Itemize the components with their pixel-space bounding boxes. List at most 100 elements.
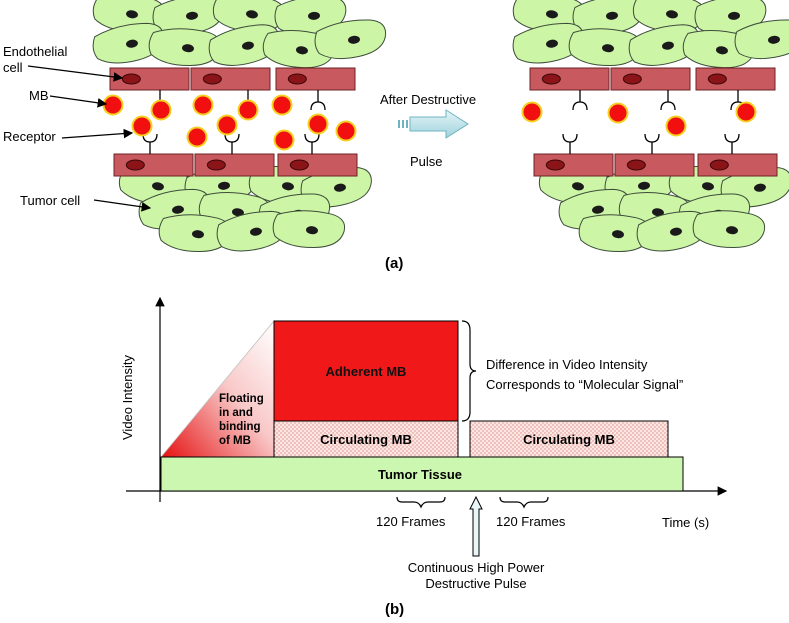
destructive-pulse-arrow: [398, 109, 469, 139]
microbubble: [665, 115, 687, 137]
microbubble: [216, 114, 238, 136]
endothelial-cell: [194, 153, 275, 177]
tumor-tissue-label: Tumor Tissue: [378, 467, 462, 482]
tumor-cell: [568, 28, 642, 67]
arrow-label-after-destructive: After Destructive: [380, 92, 476, 107]
y-axis-label: Video Intensity: [120, 354, 135, 440]
caption-b: (b): [385, 601, 404, 618]
frames-label-left: 120 Frames: [376, 514, 446, 529]
endothelial-cell: [697, 153, 778, 177]
microbubble: [150, 99, 172, 121]
endothelial-nucleus: [545, 159, 565, 171]
floating-label-4: of MB: [219, 435, 251, 447]
endothelial-nucleus: [622, 73, 642, 85]
endothelial-cell: [190, 67, 271, 91]
microbubble: [273, 129, 295, 151]
frames-brace-left: [396, 496, 446, 509]
cell-nucleus: [348, 35, 360, 44]
floating-label-3: binding: [219, 421, 261, 433]
tumor-cells-upper-right: [512, 0, 789, 69]
pointer-receptor: [61, 128, 134, 139]
cell-nucleus: [182, 44, 194, 53]
cell-nucleus: [282, 182, 294, 191]
receptor: [562, 133, 578, 154]
label-mb: MB: [29, 88, 49, 103]
cell-nucleus: [152, 182, 164, 191]
receptor: [572, 90, 588, 111]
endothelial-nucleus: [206, 159, 226, 171]
receptors-right: [562, 90, 746, 154]
receptor: [224, 133, 240, 154]
tumor-tissue-block: [160, 456, 684, 492]
cell-nucleus: [192, 230, 204, 239]
microbubbles-left: [102, 94, 357, 151]
cell-nucleus: [662, 41, 674, 50]
cell-nucleus: [186, 11, 198, 20]
pulse-arrow-icon: [469, 495, 483, 557]
cell-nucleus: [250, 227, 262, 236]
cell-nucleus: [126, 39, 138, 48]
endothelial-nucleus: [202, 73, 222, 85]
endothelial-nucleus: [626, 159, 646, 171]
frames-brace-right: [499, 496, 549, 509]
circulating-mb-block-after: [469, 420, 669, 458]
tumor-cell: [314, 19, 387, 60]
endothelial-cell: [113, 153, 194, 177]
microbubble: [335, 120, 357, 142]
receptor: [310, 90, 326, 111]
receptor: [142, 133, 158, 154]
microbubble: [192, 94, 214, 116]
panel-b: Video Intensity Time (s) Floating in and…: [120, 296, 728, 618]
cell-nucleus: [572, 182, 584, 191]
tumor-cell: [578, 214, 652, 253]
tumor-cell: [628, 24, 700, 66]
cell-nucleus: [638, 181, 650, 190]
cell-nucleus: [652, 208, 664, 217]
microbubble: [271, 94, 293, 116]
cell-nucleus: [334, 183, 346, 192]
circulating-mb-block-before: [273, 420, 459, 458]
cell-nucleus: [242, 41, 254, 50]
cell-nucleus: [172, 205, 184, 214]
cell-nucleus: [702, 182, 714, 191]
adherent-mb-block: [273, 320, 459, 422]
pulse-label-1: Continuous High Power: [408, 560, 545, 575]
cell-nucleus: [546, 39, 558, 48]
pointer-mb: [49, 95, 108, 108]
difference-label-2: Corresponds to “Molecular Signal”: [486, 377, 683, 392]
label-endothelial: Endothelial: [3, 44, 67, 59]
cell-nucleus: [308, 11, 320, 20]
endothelial-cell: [610, 67, 691, 91]
cell-nucleus: [670, 227, 682, 236]
difference-label-1: Difference in Video Intensity: [486, 357, 648, 372]
tumor-cells-upper-left: [92, 0, 387, 69]
floating-binding-ramp: [160, 319, 275, 458]
label-receptor: Receptor: [3, 129, 56, 144]
endothelial-nucleus: [125, 159, 145, 171]
microbubble: [102, 94, 124, 116]
label-tumor-cell: Tumor cell: [20, 193, 80, 208]
cell-nucleus: [754, 183, 766, 192]
tumor-cell: [692, 210, 766, 249]
cell-nucleus: [592, 205, 604, 214]
pulse-label-2: Destructive Pulse: [425, 576, 526, 591]
cell-nucleus: [296, 46, 308, 55]
cell-nucleus: [728, 11, 740, 20]
cell-nucleus: [768, 35, 780, 44]
microbubbles-right: [521, 101, 757, 137]
cell-nucleus: [546, 10, 558, 19]
cell-nucleus: [716, 46, 728, 55]
tumor-cell: [734, 19, 789, 60]
tumor-cell: [158, 214, 232, 253]
endothelial-nucleus: [289, 159, 309, 171]
cell-nucleus: [606, 11, 618, 20]
floating-label-2: in and: [219, 407, 253, 419]
microbubble: [521, 101, 543, 123]
floating-label-1: Floating: [219, 393, 264, 405]
endothelial-cell: [529, 67, 610, 91]
microbubble: [237, 99, 259, 121]
endothelial-cell: [533, 153, 614, 177]
difference-bracket: [461, 320, 477, 422]
circulating-mb-label-before: Circulating MB: [320, 432, 412, 447]
